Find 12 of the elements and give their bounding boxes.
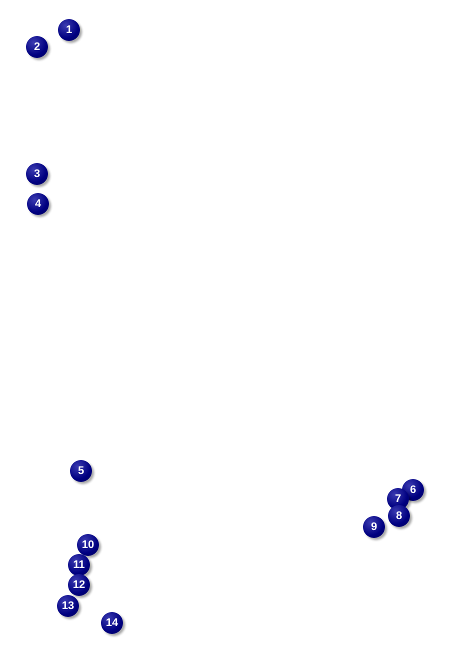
callout-number: 1 xyxy=(58,19,80,41)
callout-number: 14 xyxy=(101,612,123,634)
callout-number: 4 xyxy=(27,193,49,215)
callout-number: 10 xyxy=(77,534,99,556)
callout-number: 5 xyxy=(70,460,92,482)
callout-number: 12 xyxy=(68,574,90,596)
callout-number: 11 xyxy=(68,554,90,576)
callout-number: 3 xyxy=(26,163,48,185)
callout-number: 9 xyxy=(363,516,385,538)
callout-number: 8 xyxy=(388,505,410,527)
callout-number: 13 xyxy=(57,595,79,617)
callout-number: 2 xyxy=(26,36,48,58)
